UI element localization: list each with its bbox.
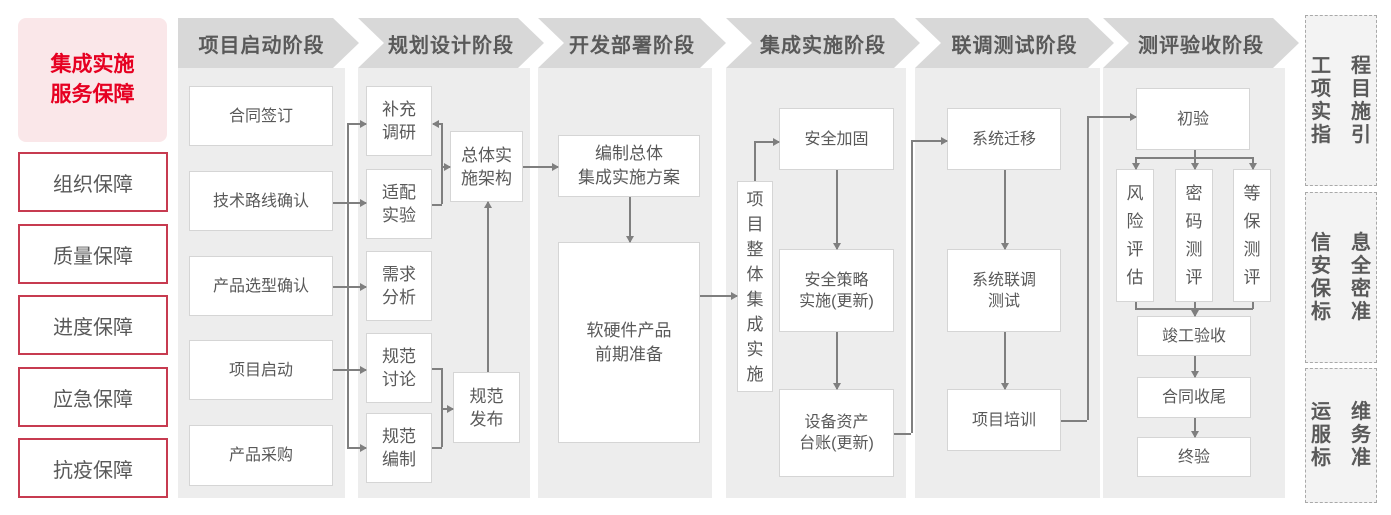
flow-connector — [432, 204, 442, 206]
flow-connector — [1194, 302, 1196, 309]
step-product-procurement: 产品采购 — [189, 425, 333, 486]
phase-header-1: 项目启动阶段 — [178, 18, 359, 68]
step-adaptation-test: 适配 实验 — [366, 169, 432, 239]
step-project-training: 项目培训 — [947, 389, 1061, 451]
flow-connector — [441, 368, 443, 447]
flow-connector — [700, 292, 738, 299]
flow-connector — [347, 444, 367, 451]
step-contract-closure: 合同收尾 — [1137, 377, 1251, 418]
flow-connector — [1194, 150, 1196, 158]
step-hw-sw-preparation: 软硬件产品 前期准备 — [558, 242, 700, 443]
standard-card-project-guide: 工 程 项 目 实 施 指 引 — [1305, 15, 1377, 186]
step-security-hardening: 安全加固 — [779, 108, 894, 170]
step-system-migration: 系统迁移 — [947, 108, 1061, 170]
step-contract-signing: 合同签订 — [189, 86, 333, 146]
standard-card-security-standard: 信 息 安 全 保 密 标 准 — [1305, 192, 1377, 363]
standard-card-ops-standard: 运 维 服 务 标 准 — [1305, 368, 1377, 503]
flow-connector — [911, 140, 913, 433]
step-overall-integration-plan: 编制总体 集成实施方案 — [558, 135, 700, 197]
flow-connector — [441, 163, 451, 170]
flow-connector — [754, 141, 756, 181]
guarantee-item-pandemic: 抗疫保障 — [18, 438, 168, 498]
phase-header-4: 集成实施阶段 — [726, 18, 920, 68]
flow-connector — [833, 170, 840, 250]
flow-connector — [754, 138, 780, 145]
phase-header-2: 规划设计阶段 — [358, 18, 544, 68]
flow-connector — [1191, 157, 1198, 170]
guarantee-item-quality: 质量保障 — [18, 224, 168, 284]
flow-connector — [626, 197, 633, 243]
step-final-acceptance: 终验 — [1137, 437, 1251, 477]
step-product-selection-confirm: 产品选型确认 — [189, 256, 333, 316]
step-classified-protection-eval: 等 保 测 评 — [1233, 169, 1271, 302]
flow-connector — [894, 433, 911, 435]
flow-connector — [1191, 356, 1198, 378]
step-completion-acceptance: 竣工验收 — [1137, 316, 1251, 356]
flow-connector — [347, 120, 367, 127]
step-project-kickoff: 项目启动 — [189, 340, 333, 400]
left-title-card: 集成实施 服务保障 — [18, 18, 167, 142]
phase-header-3: 开发部署阶段 — [538, 18, 726, 68]
step-tech-route-confirm: 技术路线确认 — [189, 171, 333, 231]
step-system-joint-test: 系统联调 测试 — [947, 249, 1061, 332]
flow-connector — [333, 199, 367, 206]
phase-header-6: 测评验收阶段 — [1103, 18, 1299, 68]
flow-connector — [1132, 157, 1139, 170]
flow-connector — [1249, 157, 1256, 170]
phase-header-5: 联调测试阶段 — [915, 18, 1114, 68]
flow-connector — [441, 405, 454, 412]
step-asset-ledger-update: 设备资产 台账(更新) — [779, 389, 894, 477]
flow-connector — [1001, 332, 1008, 390]
flow-connector — [523, 163, 559, 170]
flow-connector — [1252, 302, 1254, 309]
flow-connector — [1191, 308, 1198, 317]
flow-connector — [1087, 116, 1089, 420]
flow-connector — [833, 332, 840, 390]
flow-connector — [333, 283, 367, 290]
step-spec-drafting: 规范 编制 — [366, 413, 432, 483]
step-spec-discussion: 规范 讨论 — [366, 333, 432, 403]
step-requirement-analysis: 需求 分析 — [366, 251, 432, 321]
step-risk-assessment: 风 险 评 估 — [1116, 169, 1154, 302]
flow-connector — [1061, 420, 1087, 422]
guarantee-item-organization: 组织保障 — [18, 152, 168, 212]
flow-connector — [432, 368, 442, 370]
flow-connector — [484, 201, 491, 372]
flow-connector — [432, 120, 442, 127]
step-crypto-evaluation: 密 码 测 评 — [1175, 169, 1213, 302]
flow-connector — [1191, 418, 1198, 438]
step-overall-impl-architecture: 总体实 施架构 — [450, 131, 523, 202]
flow-connector — [333, 366, 367, 373]
guarantee-item-emergency: 应急保障 — [18, 367, 168, 427]
step-project-overall-integration: 项 目 整 体 集 成 实 施 — [737, 181, 773, 392]
flow-connector — [441, 123, 443, 204]
step-preliminary-acceptance: 初验 — [1136, 88, 1250, 150]
step-supplementary-research: 补充 调研 — [366, 86, 432, 156]
flow-connector — [1135, 302, 1137, 309]
flow-connector — [1001, 170, 1008, 250]
flow-connector — [347, 123, 349, 447]
flow-connector — [432, 447, 442, 449]
guarantee-item-schedule: 进度保障 — [18, 295, 168, 355]
step-spec-release: 规范 发布 — [453, 372, 520, 443]
flow-connector — [1087, 113, 1137, 120]
step-security-policy-impl: 安全策略 实施(更新) — [779, 249, 894, 332]
flow-connector — [911, 137, 948, 144]
